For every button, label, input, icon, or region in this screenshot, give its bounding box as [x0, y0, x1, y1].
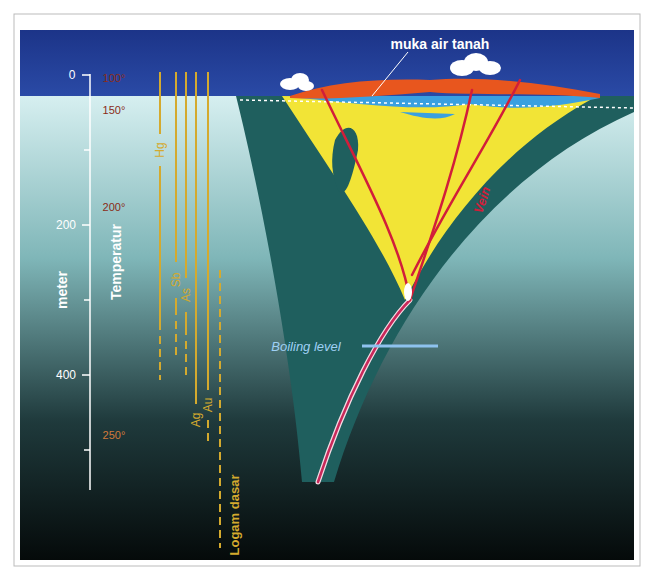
- axis-title: meter: [55, 271, 69, 309]
- alteration-cone: [236, 96, 634, 482]
- element-symbol: Logam dasar: [228, 475, 241, 556]
- temperature-value: 200°: [103, 202, 126, 213]
- temperature-value: 100°: [103, 73, 126, 84]
- axis-title: Temperatur: [109, 224, 123, 300]
- water-table: [240, 100, 634, 108]
- frame: [14, 14, 640, 566]
- temperature-value: 250°: [103, 430, 126, 441]
- depth-value: 200: [56, 219, 76, 231]
- depth-value: 0: [69, 69, 76, 81]
- boiling-level-label: Boiling level: [271, 340, 340, 353]
- leader-line: [372, 52, 408, 96]
- ground: [20, 96, 634, 560]
- element-symbol: As: [180, 288, 192, 302]
- depth-value: 400: [56, 369, 76, 381]
- depth-axis: [82, 74, 90, 490]
- element-symbol: Au: [202, 398, 214, 413]
- boiling-line: [362, 345, 438, 348]
- element-ranges: [160, 72, 220, 548]
- water-table-label: muka air tanah: [391, 37, 490, 51]
- veins: [318, 80, 520, 482]
- element-symbol: Sb: [170, 273, 182, 288]
- sinter-layer: [290, 79, 600, 99]
- argillic-zone: [282, 96, 590, 300]
- steam-clouds: [280, 53, 501, 91]
- temperature-value: 150°: [103, 105, 126, 116]
- element-symbol: Ag: [190, 413, 202, 428]
- element-symbol: Hg: [154, 142, 166, 157]
